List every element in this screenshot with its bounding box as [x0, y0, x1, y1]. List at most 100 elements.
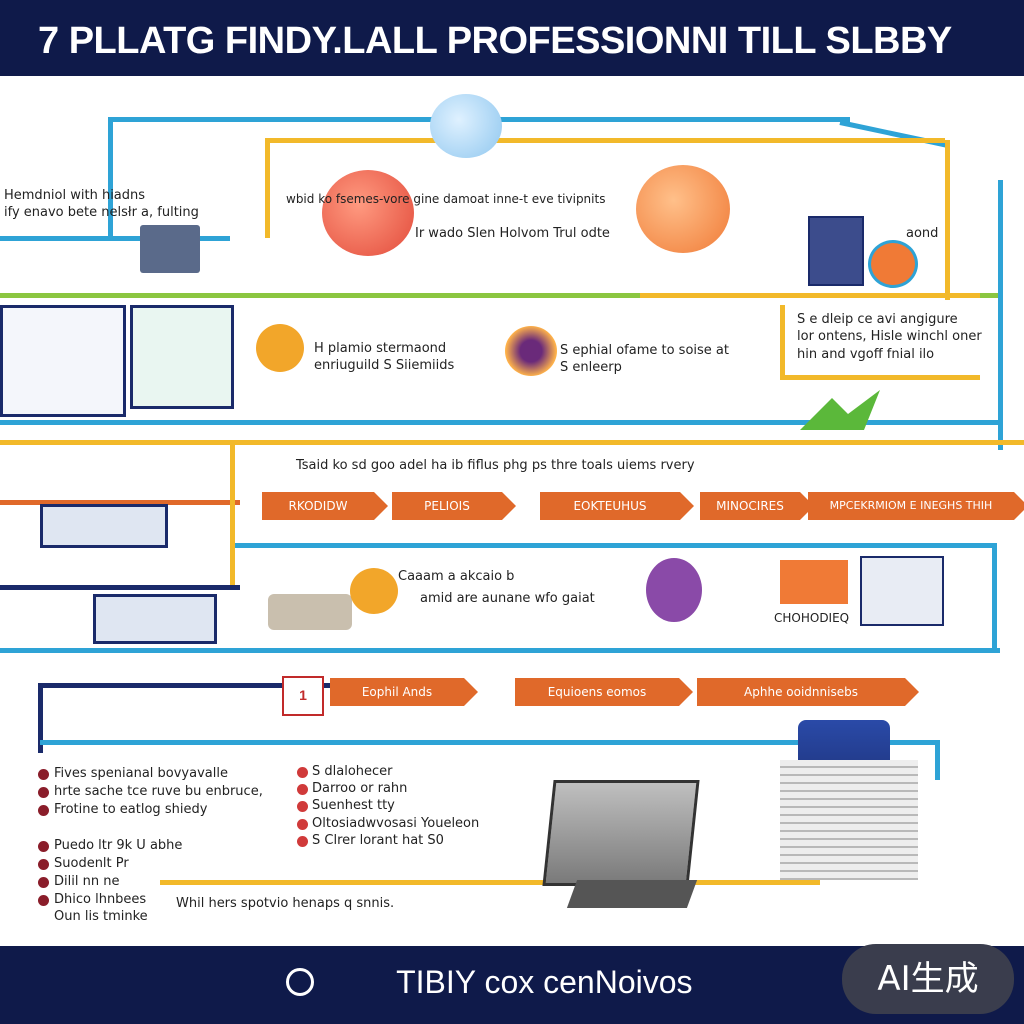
helmet-icon — [350, 568, 398, 614]
bottom-center-text-1: S dlalohecer — [312, 764, 393, 779]
bottom-center-text-2: Darroo or rahn — [312, 781, 408, 796]
bullet — [38, 859, 49, 870]
flow-line — [935, 740, 940, 780]
flow-line — [230, 440, 235, 590]
mid-right-text-2: lor ontens, Hisle winchl oner — [797, 329, 982, 344]
photo-frame — [0, 305, 126, 417]
bottom-caption: Whil hers spotvio henaps q snnis. — [176, 896, 395, 911]
step-3: EOKTEUHUS — [540, 492, 694, 520]
flow-line — [0, 293, 1000, 298]
purple-ball-icon — [646, 558, 702, 622]
bottom-left-text-6: Dilil nn ne — [54, 874, 120, 889]
laptop-icon — [542, 780, 700, 886]
flow-line — [0, 648, 1000, 653]
row-heading: Tsaid ko sd goo adel ha ib fiflus phg ps… — [296, 458, 695, 473]
bottom-center-text-5: S Clrer lorant hat S0 — [312, 833, 444, 848]
step-number-badge: 1 — [282, 676, 324, 716]
header-bar: 7 PLLATG FINDY.LALL PROFESSIONNI TILL SL… — [0, 0, 1024, 76]
flow-line — [40, 683, 340, 688]
flow-line — [108, 117, 113, 237]
step-6: Eophil Ands — [330, 678, 478, 706]
top-left-text-1: Hemdniol with hiadns — [4, 188, 146, 203]
bullet — [38, 895, 49, 906]
logo-icon — [286, 968, 314, 996]
photo-frame — [130, 305, 234, 409]
flow-line — [945, 140, 950, 300]
mid-right-text-3: hin and vgoff fnial ilo — [797, 347, 935, 362]
flow-line — [160, 880, 820, 885]
bullet — [297, 767, 308, 778]
mid-left-text-1: H plamio stermaond — [314, 341, 447, 356]
books-icon — [780, 560, 848, 604]
bullet — [38, 877, 49, 888]
target-icon — [505, 326, 557, 376]
center-sub-text: Ir wado Slen Holvom Trul odte — [415, 226, 610, 241]
shop-icon — [868, 240, 918, 288]
right-mid-label: aond — [906, 226, 939, 241]
orange-globe-icon — [636, 165, 730, 253]
bottom-left-text-4: Puedo ltr 9k U abhe — [54, 838, 183, 853]
flow-line — [265, 138, 945, 143]
bullet — [297, 801, 308, 812]
bottom-left-text-3: Frotine to eatlog shiedy — [54, 802, 208, 817]
flow-line — [992, 543, 997, 653]
step-2: PELIOIS — [392, 492, 516, 520]
bottom-left-text-2: hrte sache tce ruve bu enbruce, — [54, 784, 263, 799]
page-title: 7 PLLATG FINDY.LALL PROFESSIONNI TILL SL… — [38, 20, 952, 62]
keyboard-icon — [566, 880, 698, 908]
flow-line — [640, 293, 980, 298]
flow-line — [38, 683, 43, 753]
storage-rack-icon — [780, 760, 918, 880]
bullet — [297, 836, 308, 847]
bottom-left-text-8: Oun lis tminke — [54, 909, 148, 924]
flow-line — [0, 585, 240, 590]
flow-line — [0, 236, 230, 241]
flow-line — [0, 440, 1024, 445]
bullet — [38, 805, 49, 816]
truck-icon — [268, 594, 352, 630]
mid-right-text-1: S e dleip ce avi angigure — [797, 312, 958, 327]
flow-line — [0, 420, 1000, 425]
center-top-text: wbid ko fsemes-vore gine damoat inne-t e… — [286, 192, 606, 206]
bottom-center-text-4: Oltosiadwvosasi Youeleon — [312, 816, 480, 831]
bottom-center-text-3: Suenhest tty — [312, 798, 395, 813]
building-icon — [808, 216, 864, 286]
bottom-left-text-7: Dhico lhnbees — [54, 892, 147, 907]
row3-text-2: amid are aunane wfo gaiat — [420, 591, 595, 606]
blue-globe-icon — [430, 94, 502, 158]
flow-line — [235, 543, 995, 548]
monitor-icon — [40, 504, 168, 548]
documents-icon — [860, 556, 944, 626]
factory-icon — [140, 225, 200, 273]
mid-center-text-2: S enleerp — [560, 360, 622, 375]
flow-line — [40, 740, 940, 745]
step-5: MPCEKRMIOM E INEGHS THIH — [808, 492, 1024, 520]
bullet — [297, 784, 308, 795]
flow-line — [780, 375, 980, 380]
ai-generated-badge: AI生成 — [842, 944, 1014, 1014]
row3-text-1: Caaam a akcaio b — [398, 569, 515, 584]
monitor-icon — [93, 594, 217, 644]
flow-line — [998, 180, 1003, 450]
mid-center-text-1: S ephial ofame to soise at — [560, 343, 729, 358]
red-globe-icon — [322, 170, 414, 256]
top-left-text-2: ify enavo bete nelsłr a, fulting — [4, 205, 199, 220]
flow-line — [839, 120, 949, 148]
flow-line — [0, 500, 240, 505]
bottom-left-text-1: Fives spenianal bovyavalle — [54, 766, 228, 781]
bullet — [38, 787, 49, 798]
bullet — [297, 819, 308, 830]
flow-line — [780, 305, 785, 375]
step-7: Equioens eomos — [515, 678, 693, 706]
mid-left-text-2: enriuguild S Siiemiids — [314, 358, 455, 373]
step-4: MINOCIRES — [700, 492, 814, 520]
bullet — [38, 841, 49, 852]
step-8: Aphhe ooidnnisebs — [697, 678, 919, 706]
gear-icon — [256, 324, 304, 372]
row3-right-text: CHOHODIEQ — [774, 611, 850, 625]
bottom-left-text-5: Suodenlt Pr — [54, 856, 129, 871]
step-1: RKODIDW — [262, 492, 388, 520]
footer-text: TIBIY cox cenNoivos — [290, 964, 693, 1000]
flow-line — [265, 138, 270, 238]
bullet — [38, 769, 49, 780]
